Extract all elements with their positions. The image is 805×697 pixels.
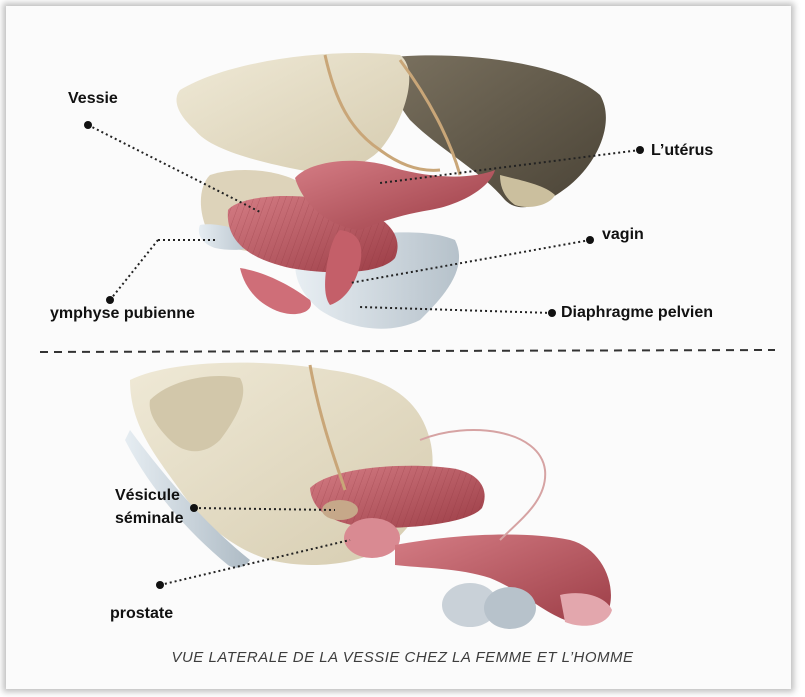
female-pelvis [176,53,605,329]
label-symphyse-pubienne: ymphyse pubienne [50,305,195,323]
label-vessie: Vessie [68,90,118,108]
female-ilium [176,53,409,172]
male-testis-right [484,587,536,629]
male-prostate [344,518,400,558]
label-diaphragme-pelvien: Diaphragme pelvien [561,304,713,322]
label-seminale: séminale [115,510,183,528]
figure-caption: VUE LATERALE DE LA VESSIE CHEZ LA FEMME … [0,649,805,666]
male-seminal-vesicle [322,500,358,520]
label-vesicule: Vésicule [115,487,180,505]
male-pelvis [125,363,612,629]
label-prostate: prostate [110,605,173,623]
label-vagin: vagin [602,226,644,244]
label-uterus: L’utérus [651,142,713,160]
section-divider [40,350,775,352]
